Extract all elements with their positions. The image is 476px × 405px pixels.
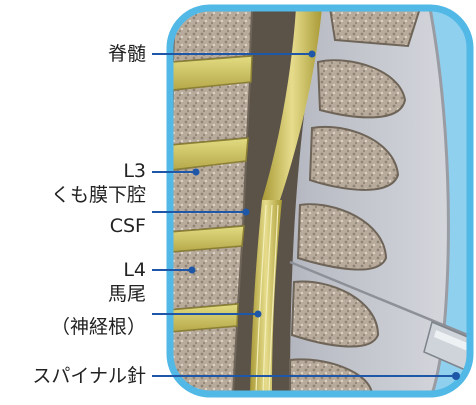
label-csf: CSF	[110, 215, 146, 237]
label-l4: L4	[123, 259, 146, 281]
l3-vertebra	[170, 160, 246, 232]
label-nerve-roots: （神経根）	[51, 316, 146, 338]
illustration-content	[166, 8, 470, 394]
label-subarachnoid-space: くも膜下腔	[51, 184, 146, 206]
label-cauda-equina: 馬尾	[108, 283, 146, 305]
l4-vertebra	[168, 245, 242, 310]
label-spinal-needle: スパイナル針	[32, 365, 146, 387]
label-spinal-cord: 脊髄	[108, 43, 146, 65]
label-l3: L3	[123, 160, 146, 182]
